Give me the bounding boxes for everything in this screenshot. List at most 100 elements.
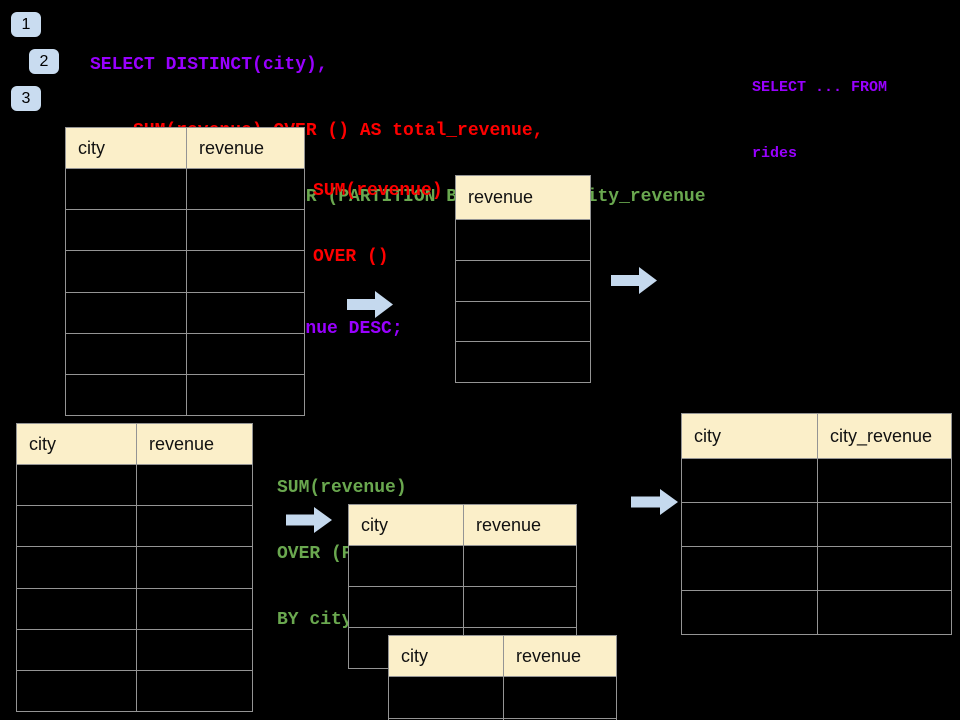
table-cell-empty xyxy=(682,459,818,502)
arrow-right-icon xyxy=(286,507,332,533)
table-total-result-body xyxy=(456,219,590,382)
arrow-right-icon xyxy=(347,291,393,318)
table-cell-empty xyxy=(456,220,590,260)
table-cell-empty xyxy=(17,506,137,547)
column-header-city: city xyxy=(66,128,187,168)
table-cell-empty xyxy=(66,374,187,416)
table-row xyxy=(66,168,304,210)
arrow-right-icon xyxy=(611,267,657,294)
table-row xyxy=(682,590,951,634)
table-row xyxy=(66,332,304,374)
table-cell-empty xyxy=(137,589,252,629)
table-partition-step-header: city revenue xyxy=(349,505,576,545)
table-cell-empty xyxy=(349,587,464,627)
table-cell-empty xyxy=(464,587,576,627)
table-row xyxy=(456,300,590,342)
table-cell-empty xyxy=(464,546,576,586)
table-cell-empty xyxy=(187,169,304,209)
table-cell-empty xyxy=(818,591,951,634)
table-total-result: revenue xyxy=(455,175,591,383)
table-cell-empty xyxy=(137,506,252,546)
table-row xyxy=(17,505,252,547)
column-header-revenue: revenue xyxy=(149,433,215,454)
sql-line-select: SELECT DISTINCT(city), xyxy=(90,55,328,75)
table-cell-empty xyxy=(456,261,590,301)
table-cell-empty xyxy=(682,547,818,590)
table-source-partition: city revenue xyxy=(16,423,253,712)
table-cell-empty xyxy=(17,547,137,588)
table-final-result-header: city city_revenue xyxy=(682,414,951,458)
column-header-revenue: revenue xyxy=(516,645,582,666)
annotation-total-line-1: SUM(revenue) xyxy=(313,181,443,201)
table-row xyxy=(349,545,576,586)
table-row xyxy=(17,546,252,588)
step-badge-2: 2 xyxy=(29,49,59,74)
table-cell-empty xyxy=(17,670,137,712)
table-cell-empty xyxy=(17,629,137,670)
table-cell-empty xyxy=(389,677,504,718)
table-row xyxy=(682,502,951,546)
annotation-total-line-2: OVER () xyxy=(313,247,389,267)
table-cell-empty xyxy=(137,630,252,670)
table-row xyxy=(66,209,304,251)
table-row xyxy=(17,464,252,506)
step-badge-1-label: 1 xyxy=(21,15,31,33)
table-row xyxy=(456,341,590,382)
column-header-revenue: revenue xyxy=(476,514,542,535)
table-source-partition-body xyxy=(17,464,252,712)
column-header-city: city xyxy=(682,414,818,458)
table-cell-empty xyxy=(349,546,464,586)
step-badge-1: 1 xyxy=(11,12,41,37)
step-badge-3-label: 3 xyxy=(21,89,31,107)
table-row xyxy=(682,458,951,502)
table-row xyxy=(349,586,576,627)
column-header-city: city xyxy=(349,505,464,545)
table-source-partition-header: city revenue xyxy=(17,424,252,464)
table-cell-empty xyxy=(187,293,304,333)
table-row xyxy=(17,628,252,670)
table-source-total: city revenue xyxy=(65,127,305,416)
table-cell-empty xyxy=(456,302,590,342)
step-badge-2-label: 2 xyxy=(39,52,49,70)
table-row xyxy=(456,219,590,260)
table-cell-empty xyxy=(818,459,951,502)
table-cell-empty xyxy=(187,375,304,415)
table-row xyxy=(682,546,951,590)
table-row xyxy=(456,259,590,301)
table-cell-empty xyxy=(187,251,304,291)
arrow-right-icon xyxy=(631,489,678,515)
table-partition-step-2: city revenue xyxy=(388,635,617,720)
side-note-line-1: SELECT ... FROM xyxy=(752,79,888,96)
table-row xyxy=(66,373,304,416)
table-partition-step-2-header: city revenue xyxy=(389,636,616,676)
table-row xyxy=(17,587,252,629)
table-cell-empty xyxy=(818,547,951,590)
table-cell-empty xyxy=(17,465,137,506)
step-badge-3: 3 xyxy=(11,86,41,111)
side-note-line-2: rides xyxy=(752,145,798,162)
column-header-city-revenue: city_revenue xyxy=(830,425,933,446)
column-header-city: city xyxy=(389,636,504,676)
table-cell-empty xyxy=(682,591,818,634)
table-cell-empty xyxy=(66,333,187,374)
table-row xyxy=(17,669,252,712)
table-row xyxy=(389,676,616,718)
annotation-partition-line-1: SUM(revenue) xyxy=(277,478,407,498)
table-total-result-header: revenue xyxy=(456,176,590,219)
table-row xyxy=(66,250,304,292)
column-header-revenue: revenue xyxy=(199,137,265,158)
table-cell-empty xyxy=(504,677,616,718)
table-source-total-header: city revenue xyxy=(66,128,304,168)
table-cell-empty xyxy=(682,503,818,546)
table-cell-empty xyxy=(66,210,187,251)
table-final-result: city city_revenue xyxy=(681,413,952,635)
table-cell-empty xyxy=(66,251,187,292)
table-cell-empty xyxy=(137,547,252,587)
table-cell-empty xyxy=(456,342,590,382)
table-cell-empty xyxy=(137,465,252,505)
table-final-result-body xyxy=(682,458,951,634)
table-cell-empty xyxy=(66,292,187,333)
table-cell-empty xyxy=(818,503,951,546)
table-cell-empty xyxy=(137,671,252,711)
